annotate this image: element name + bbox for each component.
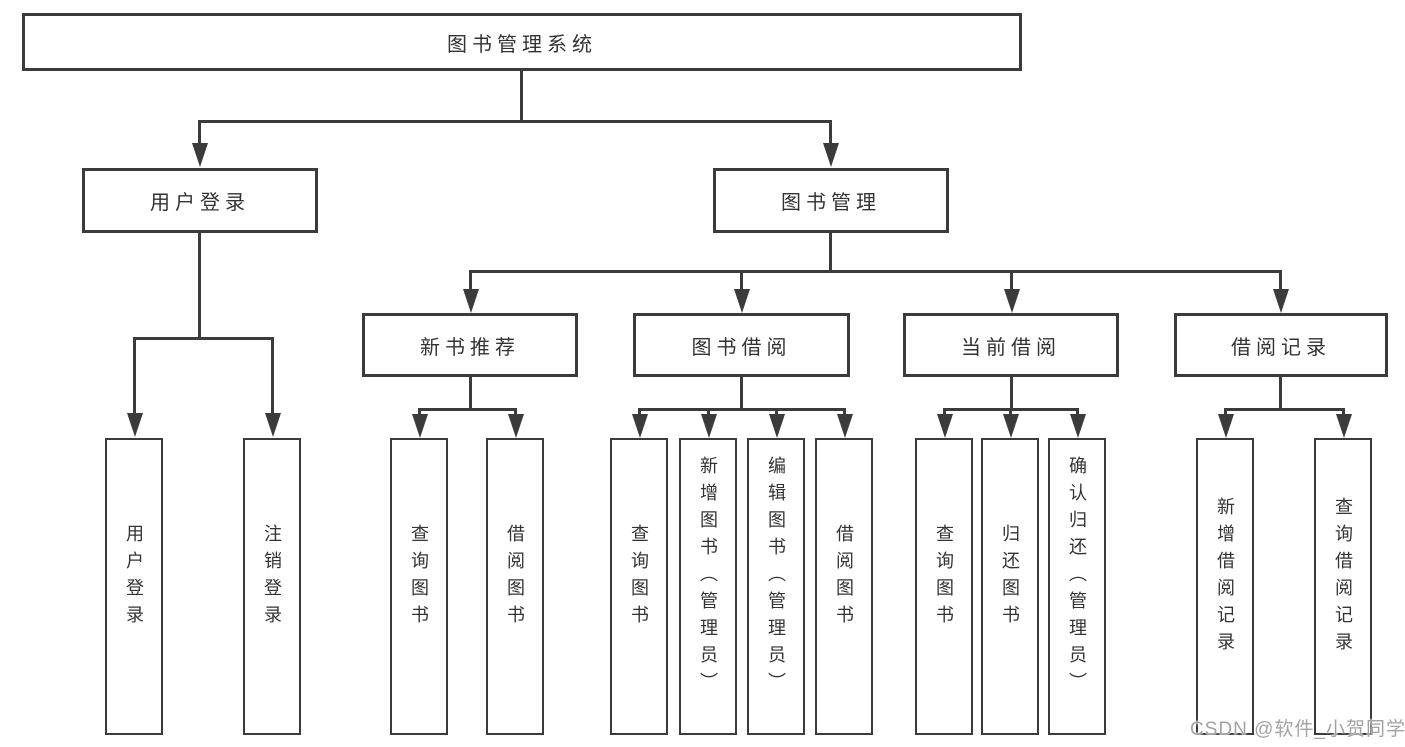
leaf-bb-query-books: 查询图书 [610,438,668,735]
connector-arrow-to-bb-borrow-books [843,408,846,414]
connector-borrow-records-stub [1279,377,1282,411]
leaf-logout-label: 注销登录 [262,523,282,632]
leaf-nb-borrow-books-label: 借阅图书 [505,523,525,632]
leaf-bb-edit-books-admin-label: 编辑图书（管理员） [766,456,786,699]
leaf-bb-borrow-books-label: 借阅图书 [834,523,854,632]
leaf-br-add-record-label: 新增借阅记录 [1215,496,1235,659]
connector-arrow-to-current-borrow [1010,270,1013,289]
csdn-watermark: CSDN @软件_小贺同学 [1190,719,1405,740]
node-borrow-records-label: 借阅记录 [1231,336,1331,359]
node-book-management: 图书管理 [713,168,949,233]
connector-root-stub [520,70,523,123]
leaf-bb-query-books-label: 查询图书 [629,523,649,632]
leaf-bb-add-books-admin: 新增图书（管理员） [679,438,737,735]
leaf-cb-confirm-return-admin: 确认归还（管理员） [1048,438,1106,735]
node-borrow-records: 借阅记录 [1174,313,1388,377]
node-new-book-recommend-label: 新书推荐 [420,336,520,359]
connector-arrow-to-br-add-record [1224,408,1227,414]
connector-arrow-to-user-login [198,120,201,143]
node-current-borrow-label: 当前借阅 [961,336,1061,359]
leaf-bb-edit-books-admin: 编辑图书（管理员） [747,438,805,735]
node-book-borrow: 图书借阅 [633,313,850,377]
connector-arrow-to-nb-query-books [418,408,421,414]
connector-arrow-to-bb-edit-books [775,408,778,414]
leaf-cb-query-books: 查询图书 [915,438,973,735]
connector-arrow-to-bb-query-books [638,408,641,414]
connector-arrow-to-bb-add-books [707,408,710,414]
connector-arrow-to-book-borrow [740,270,743,289]
node-new-book-recommend: 新书推荐 [362,313,578,377]
connector-book-management-bar [469,270,1282,273]
connector-new-book-recommend-bar [418,408,517,411]
connector-arrow-to-leaf-logout [271,337,274,413]
node-user-login: 用户登录 [82,168,318,233]
leaf-nb-query-books-label: 查询图书 [409,523,429,632]
node-current-borrow: 当前借阅 [903,313,1119,377]
connector-new-book-recommend-stub [469,377,472,411]
connector-borrow-records-bar [1224,408,1344,411]
connector-book-management-stub [829,233,832,273]
leaf-br-query-record-label: 查询借阅记录 [1333,496,1353,659]
node-user-login-label: 用户登录 [150,192,250,214]
connector-arrow-to-cb-query-books [943,408,946,414]
leaf-br-add-record: 新增借阅记录 [1196,438,1254,735]
node-root-library-system: 图书管理系统 [22,13,1022,71]
leaf-bb-add-books-admin-label: 新增图书（管理员） [698,456,718,699]
connector-arrow-to-new-book-recommend [469,270,472,289]
leaf-user-login-label: 用户登录 [124,523,144,632]
connector-arrow-to-borrow-records [1279,270,1282,289]
leaf-nb-query-books: 查询图书 [390,438,448,735]
connector-arrow-to-br-query-record [1342,408,1345,414]
connector-arrow-to-book-management [829,120,832,143]
leaf-cb-return-books-label: 归还图书 [1000,523,1020,632]
leaf-cb-return-books: 归还图书 [981,438,1039,735]
connector-arrow-to-leaf-user-login [133,337,136,413]
connector-arrow-to-cb-confirm-return [1076,408,1079,414]
leaf-logout: 注销登录 [243,438,301,735]
connector-root-bar [198,120,832,123]
node-book-management-label: 图书管理 [781,192,881,214]
leaf-nb-borrow-books: 借阅图书 [486,438,544,735]
connector-arrow-to-nb-borrow-books [514,408,517,414]
leaf-cb-confirm-return-admin-label: 确认归还（管理员） [1067,456,1087,699]
node-root-label: 图书管理系统 [447,33,597,56]
connector-user-login-bar [133,337,274,340]
connector-user-login-stub [198,233,201,340]
connector-book-borrow-bar [638,408,846,411]
connector-book-borrow-stub [740,377,743,411]
leaf-user-login: 用户登录 [105,438,163,735]
node-book-borrow-label: 图书借阅 [691,336,792,359]
leaf-cb-query-books-label: 查询图书 [934,523,954,632]
leaf-bb-borrow-books: 借阅图书 [815,438,873,735]
connector-current-borrow-stub [1010,377,1013,411]
leaf-br-query-record: 查询借阅记录 [1314,438,1372,735]
connector-arrow-to-cb-return-books [1009,408,1012,414]
